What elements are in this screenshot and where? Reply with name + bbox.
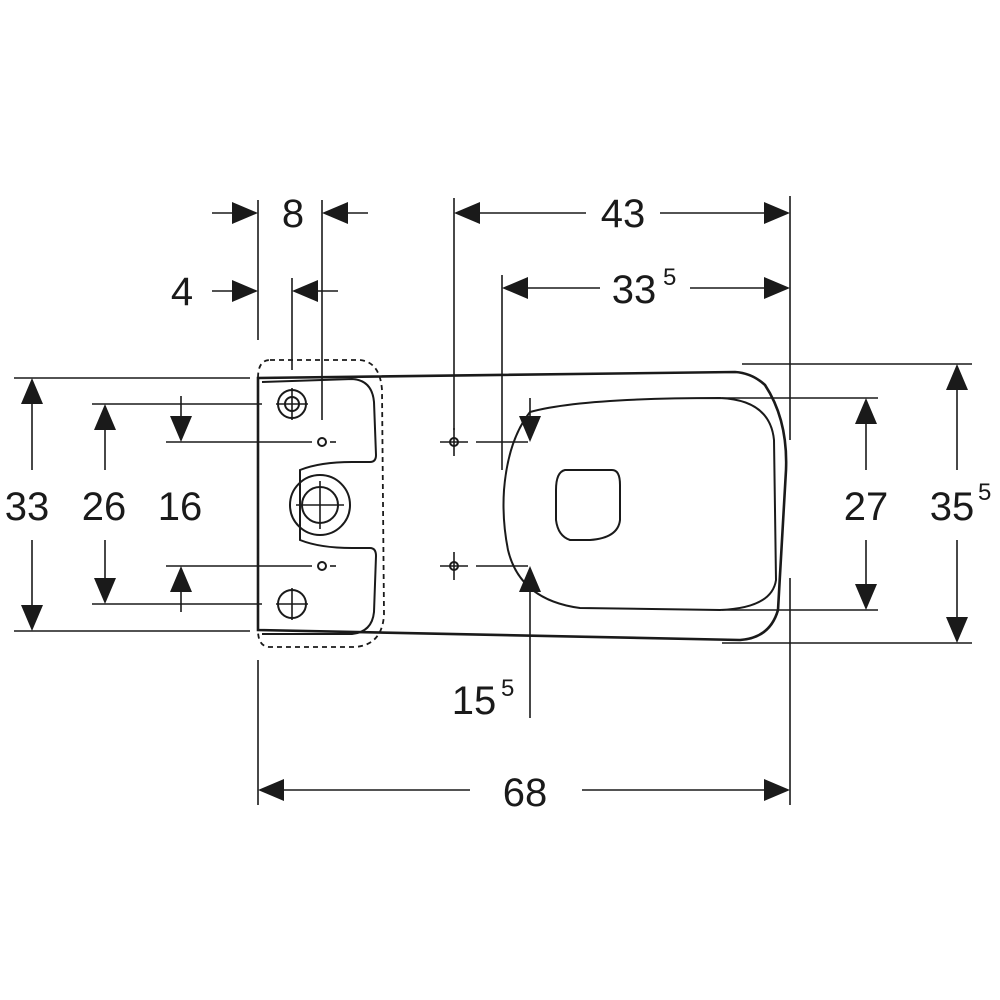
- bowl-opening-outline: [555, 469, 621, 541]
- dim-label-4: 4: [171, 270, 193, 314]
- dim-tank-hole-spacing: 8: [212, 192, 368, 236]
- dim-seat-fix: 15 5: [452, 398, 541, 723]
- dim-label-43: 43: [601, 192, 646, 236]
- dim-max-width: 35 5: [930, 364, 991, 643]
- dim-label-16: 16: [158, 485, 203, 529]
- dim-bowl-depth: 33 5: [502, 264, 790, 312]
- flush-valve-outer-ring: [289, 474, 351, 536]
- dim-label-26: 26: [82, 485, 127, 529]
- dim-label-33-5-sup: 5: [663, 264, 676, 291]
- dim-label-15-5-sup: 5: [501, 675, 514, 702]
- dim-label-33: 33: [5, 485, 50, 529]
- dim-label-15-5: 15: [452, 679, 497, 723]
- dim-label-35-5: 35: [930, 485, 975, 529]
- connection-holes: [276, 388, 468, 620]
- dim-width-hole-inner: 16: [158, 396, 203, 612]
- dim-label-27: 27: [844, 485, 889, 529]
- toilet-outline: [256, 359, 788, 648]
- dim-label-35-5-sup: 5: [978, 479, 991, 506]
- toilet-body-outline: [256, 370, 788, 642]
- dim-width-total: 33: [5, 378, 50, 631]
- dim-seat-width: 27: [844, 398, 889, 610]
- tank-fix-hole-top: [317, 437, 327, 447]
- dim-tank-hole-offset: 4: [171, 270, 338, 314]
- dim-label-68: 68: [503, 771, 548, 815]
- dim-total-length: 68: [258, 771, 790, 815]
- dim-label-33-5: 33: [612, 268, 657, 312]
- tank-fix-hole-bottom: [317, 561, 327, 571]
- dim-width-hole-outer: 26: [82, 404, 127, 604]
- extension-lines: [14, 196, 972, 805]
- dim-total-depth-top: 43: [454, 192, 790, 236]
- dim-label-8: 8: [282, 192, 304, 236]
